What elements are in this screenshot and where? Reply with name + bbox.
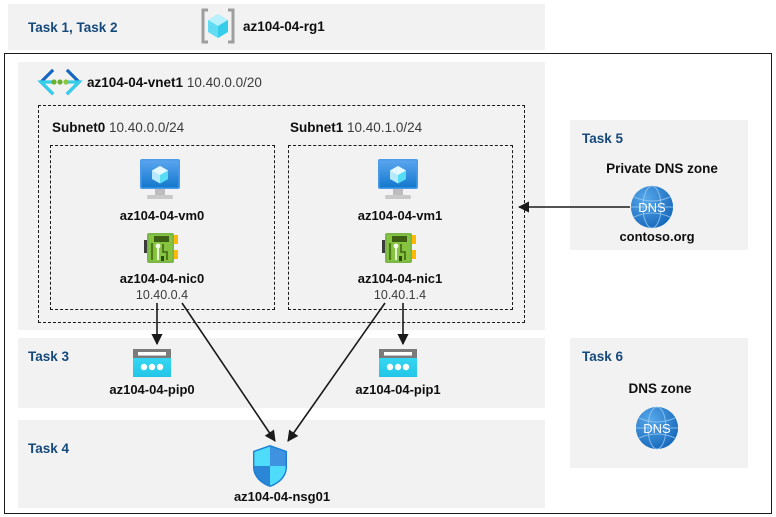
nic0-ip: 10.40.0.4 <box>135 288 189 302</box>
dns-icon-text: DNS <box>643 421 671 436</box>
private-dns-zone-name: contoso.org <box>619 229 695 244</box>
vnet-name: az104-04-vnet1 <box>87 75 184 90</box>
subnet1-cidr: 10.40.1.0/24 <box>347 120 423 135</box>
network-interface-icon <box>141 230 183 268</box>
public-ip-address-icon <box>130 347 174 381</box>
public-ip-address-icon <box>376 347 420 381</box>
subnet0-name: Subnet0 <box>52 120 106 135</box>
vnet-panel <box>18 62 545 330</box>
vnet-title: az104-04-vnet1 10.40.0.0/20 <box>87 75 262 90</box>
nic1-ip: 10.40.1.4 <box>373 288 427 302</box>
resource-group-icon <box>198 6 238 46</box>
vm1-label: az104-04-vm1 <box>357 208 443 223</box>
subnet0-title: Subnet0 10.40.0.0/24 <box>52 120 184 135</box>
vm0-label: az104-04-vm0 <box>119 208 205 223</box>
task-label-1-2: Task 1, Task 2 <box>28 20 118 35</box>
pip0-label: az104-04-pip0 <box>109 382 195 397</box>
task-label-3: Task 3 <box>28 349 70 364</box>
subnet0-box <box>50 145 275 310</box>
virtual-machine-icon <box>135 157 185 202</box>
private-dns-zone-title: Private DNS zone <box>606 161 718 176</box>
resource-group-header-panel <box>8 4 545 50</box>
subnet1-box <box>288 145 513 310</box>
pip1-label: az104-04-pip1 <box>355 382 441 397</box>
task-label-5: Task 5 <box>582 131 624 146</box>
task-label-4: Task 4 <box>28 441 70 456</box>
virtual-machine-icon <box>373 157 423 202</box>
dns-zone-icon: DNS <box>633 404 681 452</box>
virtual-network-icon <box>37 68 83 96</box>
nic0-label: az104-04-nic0 <box>119 271 205 286</box>
task-label-6: Task 6 <box>582 349 624 364</box>
subnet0-cidr: 10.40.0.0/24 <box>109 120 185 135</box>
nsg-label: az104-04-nsg01 <box>233 489 331 504</box>
task3-panel <box>18 338 545 408</box>
subnets-container <box>38 105 525 323</box>
vnet-address-space: 10.40.0.0/20 <box>186 75 262 90</box>
subnet1-name: Subnet1 <box>290 120 344 135</box>
dns-icon-text: DNS <box>638 200 666 215</box>
dns-zone-icon: DNS <box>628 183 676 231</box>
network-security-group-icon <box>249 443 291 489</box>
resource-group-frame <box>4 53 772 514</box>
resource-group-name: az104-04-rg1 <box>243 19 325 34</box>
task5-panel <box>570 120 748 250</box>
nic1-label: az104-04-nic1 <box>357 271 443 286</box>
subnet1-title: Subnet1 10.40.1.0/24 <box>290 120 422 135</box>
dns-zone-title: DNS zone <box>628 381 692 396</box>
network-interface-icon <box>379 230 421 268</box>
